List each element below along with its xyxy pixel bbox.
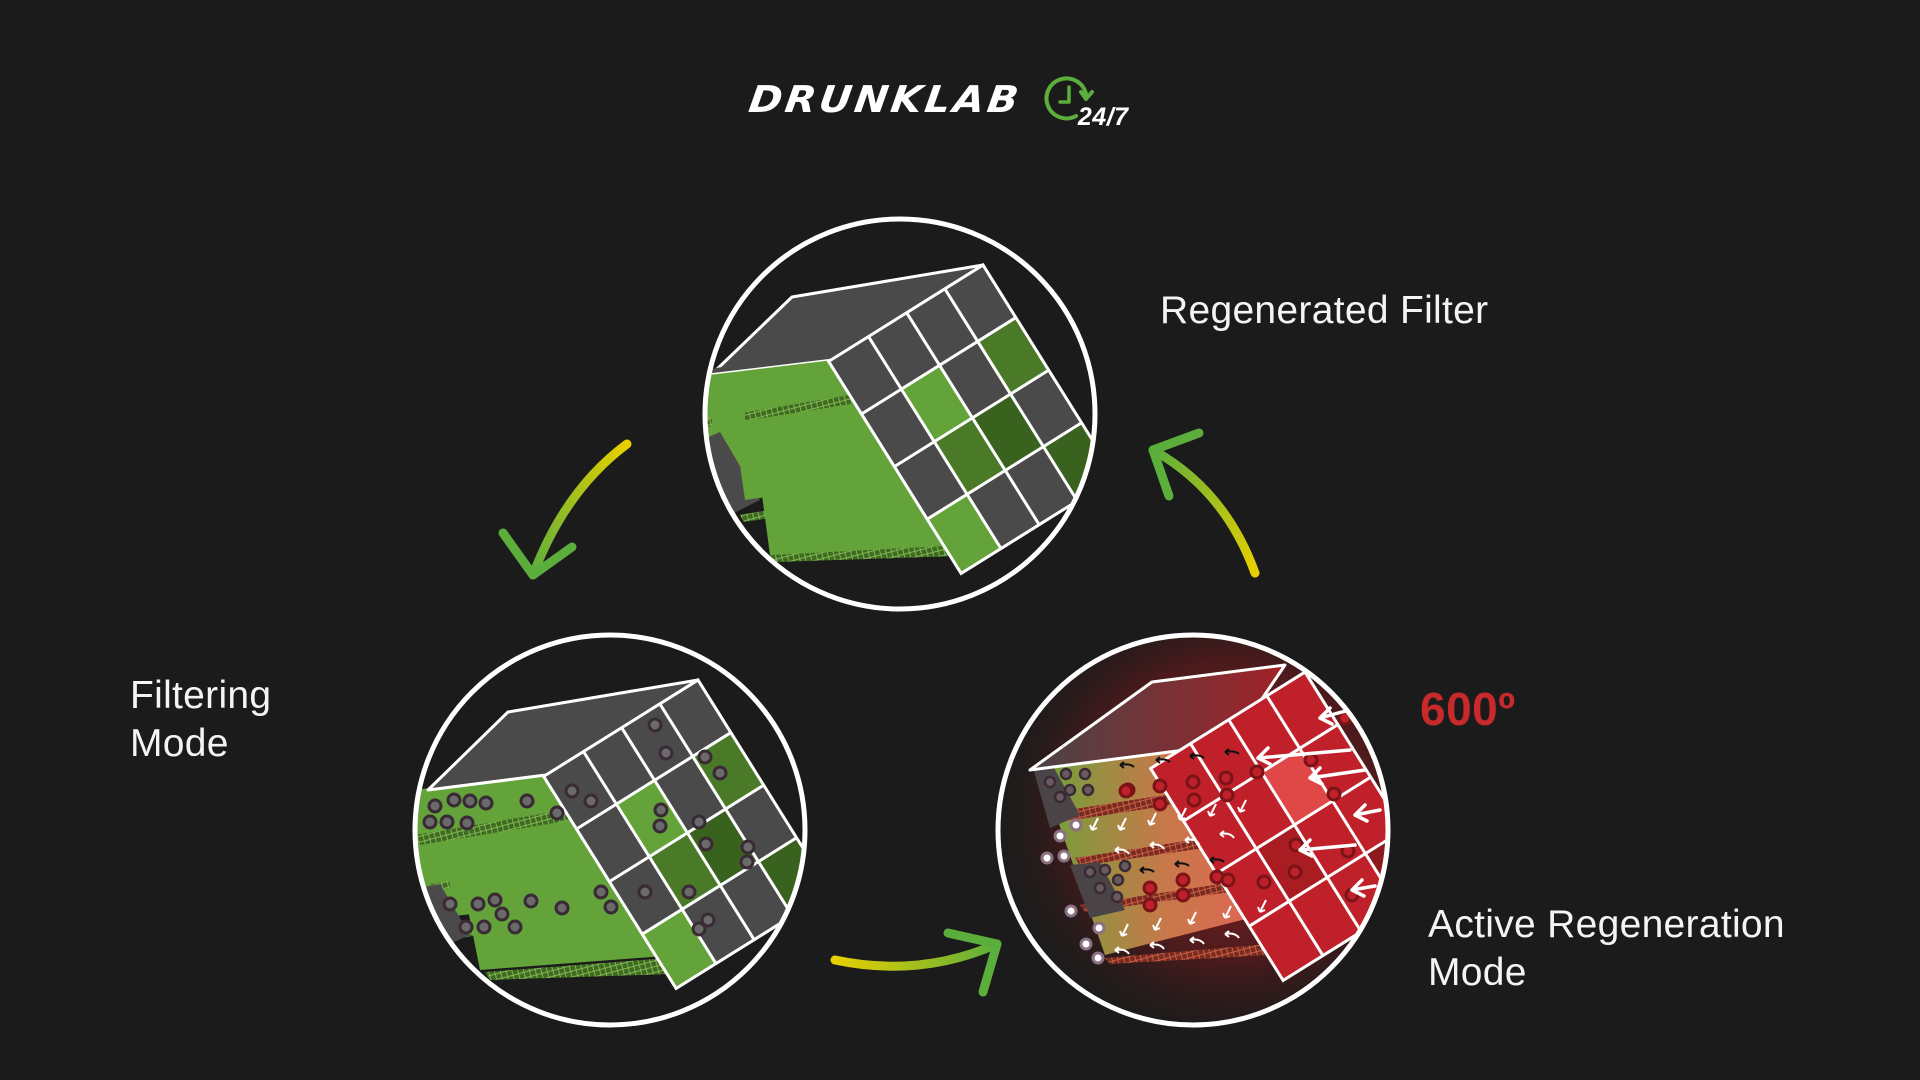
logo-wordmark: DRUNKLAB <box>746 79 1025 122</box>
clock-refresh-icon <box>1044 76 1094 121</box>
label-line: Regenerated Filter <box>1160 289 1489 332</box>
active-circle-frame <box>995 632 1391 1028</box>
clean-filter-cube-icon <box>702 216 1098 612</box>
logo-badge: 24/7 <box>1044 74 1144 134</box>
label-filtering-mode: Filtering Mode <box>130 672 271 768</box>
label-regenerated-filter: Regenerated Filter <box>1160 287 1488 335</box>
label-active-regeneration-mode: Active Regeneration Mode <box>1428 901 1785 997</box>
label-line: Active Regeneration <box>1428 903 1785 946</box>
label-line: Mode <box>1428 951 1527 994</box>
particle-filled-filter-cube-icon <box>412 632 808 1028</box>
brand-logo: DRUNKLAB 24/7 <box>746 74 1144 134</box>
logo-247-text: 24/7 <box>1077 103 1129 131</box>
label-line: Filtering <box>130 674 272 717</box>
curved-arrow-down-left-icon <box>498 439 632 580</box>
heated-filter-cube-icon <box>995 632 1391 1028</box>
curved-arrow-right-icon <box>830 928 1002 997</box>
soot-particles <box>422 717 756 937</box>
temperature-label: 600º <box>1420 683 1516 735</box>
label-line: Mode <box>130 722 229 765</box>
filtering-circle-frame <box>412 632 808 1028</box>
regenerated-circle-frame <box>702 216 1098 612</box>
curved-arrow-up-left-icon <box>1148 428 1260 578</box>
